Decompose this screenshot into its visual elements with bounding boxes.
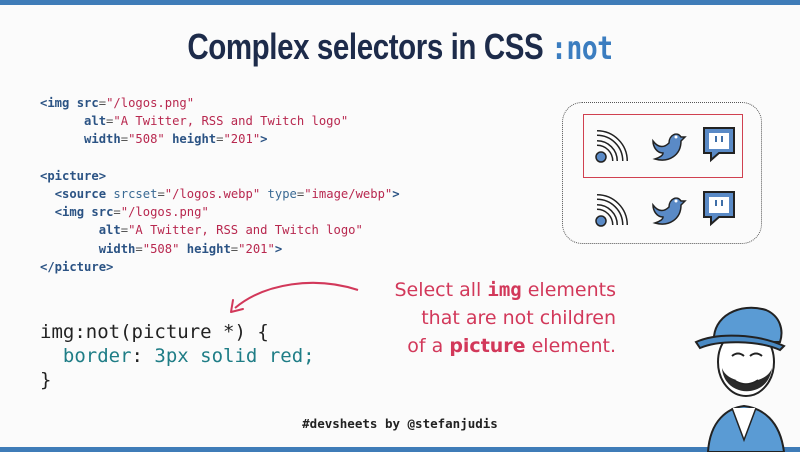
code-token: height bbox=[172, 132, 217, 147]
avatar bbox=[694, 306, 786, 452]
code-token: src bbox=[91, 205, 114, 220]
logo-row-plain bbox=[596, 192, 734, 226]
page-title: Complex selectors in CSS :not bbox=[72, 26, 728, 68]
arrow-icon bbox=[230, 281, 359, 313]
code-token: <picture> bbox=[40, 168, 107, 183]
twitch-icon bbox=[703, 127, 735, 163]
footer-credit: #devsheets by @stefanjudis bbox=[302, 416, 498, 431]
css-value: 3px solid red; bbox=[142, 345, 315, 367]
css-code-block: img:not(picture *) { border: 3px solid r… bbox=[40, 321, 315, 391]
code-token: > bbox=[274, 241, 283, 256]
code-token: <img bbox=[40, 96, 70, 110]
code-token: src bbox=[76, 96, 99, 110]
css-close: } bbox=[40, 369, 52, 391]
code-token: </picture> bbox=[40, 259, 114, 274]
code-token: "/logos.png" bbox=[106, 96, 195, 110]
logo-demo bbox=[562, 102, 762, 244]
code-token: <source bbox=[54, 187, 107, 202]
rss-icon bbox=[595, 130, 628, 163]
html-code-block: <img src="/logos.png" alt="A Twitter, RS… bbox=[40, 96, 400, 274]
code-token: <img bbox=[54, 205, 85, 220]
code-token: > bbox=[392, 187, 400, 202]
bottom-bar bbox=[0, 447, 800, 452]
css-selector: img:not(picture *) { bbox=[40, 321, 269, 343]
code-token: "201" bbox=[223, 132, 261, 147]
code-token: width bbox=[98, 241, 136, 256]
code-token: "201" bbox=[238, 241, 275, 256]
code-token: "A Twitter, RSS and Twitch logo" bbox=[113, 114, 349, 129]
code-token: "/logos.png" bbox=[120, 205, 209, 220]
logo-row bbox=[595, 127, 735, 163]
title-keyword: :not bbox=[551, 29, 613, 67]
code-token: alt bbox=[84, 114, 107, 129]
code-token: height bbox=[186, 241, 231, 256]
title-text: Complex selectors in CSS bbox=[187, 26, 544, 67]
code-token: "508" bbox=[142, 241, 180, 256]
code-token: "image/webp" bbox=[304, 187, 393, 202]
top-bar bbox=[0, 0, 800, 5]
code-token: width bbox=[84, 132, 121, 147]
red-border-img bbox=[583, 114, 743, 178]
code-token: type bbox=[267, 187, 297, 202]
code-token: > bbox=[260, 132, 268, 147]
code-token: srcset bbox=[113, 187, 158, 202]
twitter-icon bbox=[652, 133, 687, 161]
code-token: "A Twitter, RSS and Twitch logo" bbox=[128, 223, 363, 238]
code-token: "508" bbox=[128, 132, 165, 147]
code-token: alt bbox=[98, 223, 121, 238]
code-token: "/logos.webp" bbox=[164, 187, 261, 202]
explanation-note: Select all img elements that are not chi… bbox=[394, 279, 616, 357]
css-property: border bbox=[62, 345, 132, 367]
